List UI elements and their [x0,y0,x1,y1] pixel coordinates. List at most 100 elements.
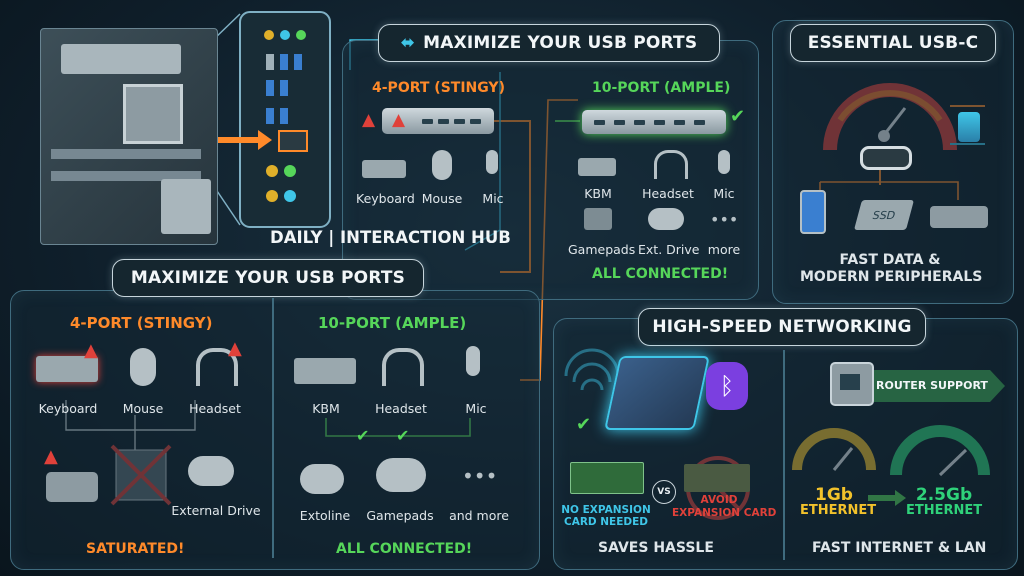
arrow-head [258,130,272,150]
keyboard-icon [36,356,98,382]
lower-10-port-label: 10-PORT (AMPLE) [318,314,467,332]
usb-c-title: ESSENTIAL USB-C [790,24,996,62]
1gb-value: 1Gb [815,485,853,505]
1gb-ethernet-label: 1Gb ETHERNET [800,485,877,519]
kbm-icon [578,158,616,176]
avoid-caption: AVOID EXPANSION CARD [672,494,777,520]
lower-external-drive-label: External Drive [171,503,261,518]
drive-icon [46,472,98,502]
warning-icon: ▲ [84,340,98,361]
top-gamepads-label: Gamepads [568,242,636,257]
motherboard-icon [40,28,218,245]
gamepad-icon [648,208,684,230]
network-chip-icon [604,356,710,430]
mic-icon [718,150,730,174]
mouse-icon [432,150,452,180]
lower-all-connected: ALL CONNECTED! [336,541,473,557]
top-mic-label-2: Mic [713,186,735,201]
warning-icon: ▲ [392,110,406,130]
no-card-line1: NO EXPANSION [561,504,651,516]
top-kbm-label: KBM [584,186,612,201]
usb-c-port-icon [860,146,912,170]
warning-icon: ▲ [228,338,242,359]
router-support-label: ROUTER SUPPORT [876,379,988,392]
top-keyboard-label: Keyboard [356,191,415,206]
check-icon: ✔ [356,426,370,445]
database-icon [958,112,980,142]
top-more-label: more [707,242,741,257]
check-icon: ✔ [730,106,746,127]
mic-icon [486,150,498,174]
lower-and-more-label: and more [449,508,509,523]
warning-icon: ▲ [362,110,376,130]
headset-icon [382,348,424,386]
mic-icon [466,346,480,376]
usb-ports-lower-panel [10,290,540,570]
mouse-icon [130,348,156,386]
usb-ports-header: ⬌ MAXIMIZE YOUR USB PORTS [378,24,720,62]
check-icon: ✔ [396,426,410,445]
more-dots-icon: ••• [710,210,739,229]
usb-icon: ⬌ [400,33,416,53]
drive-icon [584,208,612,230]
network-card-icon [570,462,644,494]
lower-headset-label: Headset [189,401,241,416]
top-10-port-label: 10-PORT (AMPLE) [592,80,731,96]
fast-internet-label: FAST INTERNET & LAN [812,540,987,556]
lower-4-port-label: 4-PORT (STINGY) [70,314,213,332]
1gb-unit: ETHERNET [800,503,877,518]
2-5gb-unit: ETHERNET [906,503,983,518]
lower-keyboard-label: Keyboard [38,401,98,416]
top-mic-label: Mic [482,191,504,206]
usb-ports-top-panel [342,40,759,300]
gamepad-icon [300,464,344,494]
ethernet-port-icon [830,362,874,406]
keyboard-icon [362,160,406,178]
saves-hassle-label: SAVES HASSLE [598,540,714,556]
networking-title: HIGH-SPEED NETWORKING [638,308,926,346]
lower-mic-label: Mic [465,401,487,416]
lower-gamepads-label: Gamepads [366,508,434,523]
lower-extoline-label: Extoline [299,508,351,523]
2-5gb-value: 2.5Gb [915,485,973,505]
bluetooth-icon: ᛒ [706,362,748,410]
lower-usb-title: MAXIMIZE YOUR USB PORTS [112,259,424,297]
gamepads-icon [376,458,426,492]
kbm-icon [294,358,356,384]
vs-badge: VS [652,480,676,504]
usb-c-caption-line1: FAST DATA & [839,252,941,268]
2-5gb-ethernet-label: 2.5Gb ETHERNET [906,487,982,519]
more-dots-icon: ••• [462,464,498,488]
phone-icon [800,190,826,234]
usb-c-caption: FAST DATA & MODERN PERIPHERALS [800,252,983,286]
daily-interaction-hub-label: DAILY | INTERACTION HUB [270,228,511,247]
avoid-line2: EXPANSION CARD [672,507,777,519]
headset-icon [196,348,238,386]
divider [783,350,785,560]
lower-headset-label: Headset [375,401,427,416]
expansion-card-icon [684,464,750,492]
top-4-port-hub: ▲ [382,108,494,134]
check-icon: ✔ [576,414,592,435]
top-headset-label: Headset [642,186,694,201]
lower-mouse-label: Mouse [122,401,164,416]
no-card-line2: CARD NEEDED [563,516,649,528]
top-all-connected: ALL CONNECTED! [592,266,729,282]
divider [272,298,274,558]
lower-kbm-label: KBM [312,401,340,416]
ssd-icon: SSD [853,200,915,230]
warning-icon: ▲ [44,446,58,467]
top-ext-drive-label: Ext. Drive [638,242,700,257]
headset-icon [654,150,688,179]
no-card-caption: NO EXPANSION CARD NEEDED [558,504,654,528]
dock-icon [930,206,988,228]
gamepad-icon [188,456,234,486]
top-10-port-hub [582,110,726,134]
top-4-port-label: 4-PORT (STINGY) [372,80,505,96]
usb-ports-header-text: MAXIMIZE YOUR USB PORTS [423,33,698,53]
avoid-line1: AVOID [700,494,738,506]
top-mouse-label: Mouse [421,191,463,206]
rear-io-ports [262,30,308,210]
usb-c-caption-line2: MODERN PERIPHERALS [800,269,983,285]
